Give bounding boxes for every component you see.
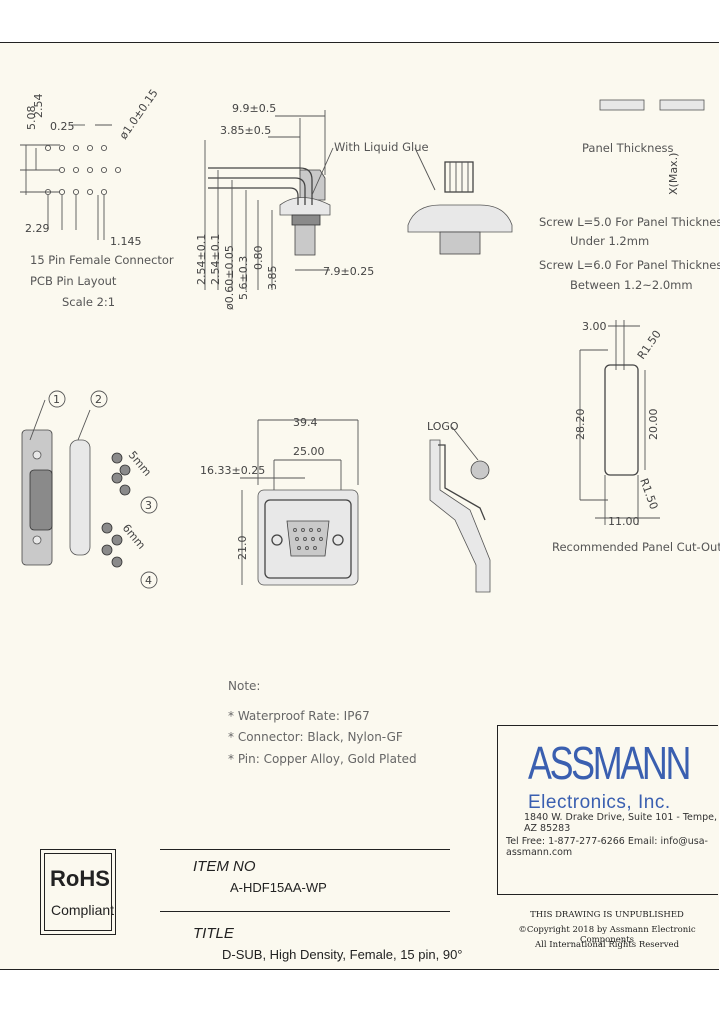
pcb-pin-layout: 5.08 2.54 0.25 ø1.0±0.15 2.29 1.145 15 P… [20,87,174,309]
item-no-label: ITEM NO [193,858,256,875]
note-2: * Connector: Black, Nylon-GF [228,730,403,744]
dim-v254: 2.54±0.1 [195,234,208,285]
dim-2000: 20.00 [647,409,660,441]
dim-1145: 1.145 [110,235,142,248]
copy-line-1: THIS DRAWING IS UNPUBLISHED [530,910,684,920]
dsub-shell [29,469,53,531]
dim-1100: 11.00 [608,515,640,528]
balloon-1 [48,390,66,408]
dim-2500: 25.00 [293,445,325,458]
notes-title: Note: [228,679,260,693]
front-pins [293,528,323,550]
screw-5mm: 5mm [126,449,154,479]
front-view: 39.4 25.00 16.33±0.25 21.0 [200,416,359,586]
dim-1633: 16.33±0.25 [200,464,265,477]
dim-v56: 5.6±0.3 [237,256,250,300]
balloon-1-text: 1 [53,393,60,406]
pin-row-3 [44,188,108,196]
pin-row-1 [44,144,108,152]
item-no-value: A-HDF15AA-WP [230,880,327,895]
drawing-sheet [0,42,719,970]
pin-block [444,161,474,193]
notes: Note: * Waterproof Rate: IP67 * Connecto… [228,679,417,766]
rohs-badge: RoHS Compliant [40,849,116,935]
dim-v080: 0.80 [252,246,265,271]
flange [291,214,321,226]
balloon-3 [140,496,158,514]
note-3: * Pin: Copper Alloy, Gold Plated [228,752,417,766]
balloon-2 [90,390,108,408]
gasket-part [69,439,91,556]
company-subtitle: Electronics, Inc. [528,792,671,813]
screws-top [111,452,131,496]
logo-label: LOGO [427,420,459,433]
logo-view: LOGO [427,420,491,593]
screw-6mm: 6mm [120,522,148,552]
panel-thickness-label: Panel Thickness [582,141,674,155]
mount-hole-right [332,534,344,546]
dim-508: 5.08 [25,106,38,131]
pin-row-2 [58,166,122,174]
copyright-block: THIS DRAWING IS UNPUBLISHED ©Copyright 2… [497,893,717,968]
copy-line-2: ©Copyright 2018 by Assmann Electronic Co… [518,925,696,945]
dim-99: 9.9±0.5 [232,102,276,115]
screw-2b: Between 1.2~2.0mm [570,278,693,292]
cutout-caption: Recommended Panel Cut-Out [552,540,720,554]
title-value: D-SUB, High Density, Female, 15 pin, 90° [222,947,463,962]
balloon-4-text: 4 [145,574,152,587]
screws-bottom [101,522,123,568]
copy-line-3: All International Rights Reserved [534,940,680,950]
dim-r150a: R1.50 [635,328,664,362]
rear-dome [407,204,513,233]
glue-label: With Liquid Glue [334,140,429,154]
mount-hole-left [271,534,283,546]
company-address: 1840 W. Drake Drive, Suite 101 - Tempe, … [524,812,718,834]
dim-r150b: R1.50 [637,477,660,512]
balloon-2-text: 2 [95,393,102,406]
panel-max-label: X(Max.) [667,153,680,195]
logo-screw [470,460,490,480]
side-view: 9.9±0.5 3.85±0.5 2.54±0.1 2.54±0.1 ø0.60… [195,102,436,310]
company-logo: ASSMANN [528,737,691,789]
dim-v254b: 2.54±0.1 [209,234,222,285]
pcb-caption-3: Scale 2:1 [62,295,115,309]
rear-view [407,161,513,255]
dim-v060: ø0.60±0.05 [223,245,236,310]
balloon-3-text: 3 [145,499,152,512]
balloon-4 [140,571,158,589]
screw-2a: Screw L=6.0 For Panel Thickness [539,258,720,272]
rear-shell [439,231,481,255]
dim-300: 3.00 [582,320,607,333]
panel-strip-right [659,99,705,111]
cutout-outline [604,364,639,476]
title-label: TITLE [193,925,234,942]
company-contact: Tel Free: 1-877-277-6266 Email: info@usa… [506,836,708,858]
rohs-subtitle: Compliant [51,902,115,918]
dim-394: 39.4 [293,416,318,429]
side-profile [429,439,491,593]
dim-2820: 28.20 [574,409,587,441]
dim-254: 2.54 [32,94,45,119]
panel-thickness: Panel Thickness X(Max.) Screw L=5.0 For … [539,99,720,292]
rohs-title: RoHS [50,866,110,891]
dim-79: 7.9±0.25 [323,265,374,278]
pcb-caption-1: 15 Pin Female Connector [30,253,174,267]
pcb-caption-2: PCB Pin Layout [30,274,117,288]
exploded-view: 1 2 5mm 6mm 3 4 [21,390,158,589]
screw-1a: Screw L=5.0 For Panel Thickness [539,215,720,229]
panel-strip-left [599,99,645,111]
dim-hole: ø1.0±0.15 [117,87,161,142]
company-block: ASSMANN Electronics, Inc. 1840 W. Drake … [497,725,718,895]
plug-shell [294,224,316,256]
dim-229: 2.29 [25,222,50,235]
panel-cutout: 3.00 R1.50 28.20 20.00 R1.50 11.00 Recom… [552,320,720,554]
dim-025: 0.25 [50,120,75,133]
dim-210: 21.0 [236,536,249,561]
dim-v385: 3.85 [266,266,279,291]
dim-385: 3.85±0.5 [220,124,271,137]
note-1: * Waterproof Rate: IP67 [228,709,370,723]
screw-1b: Under 1.2mm [570,234,649,248]
